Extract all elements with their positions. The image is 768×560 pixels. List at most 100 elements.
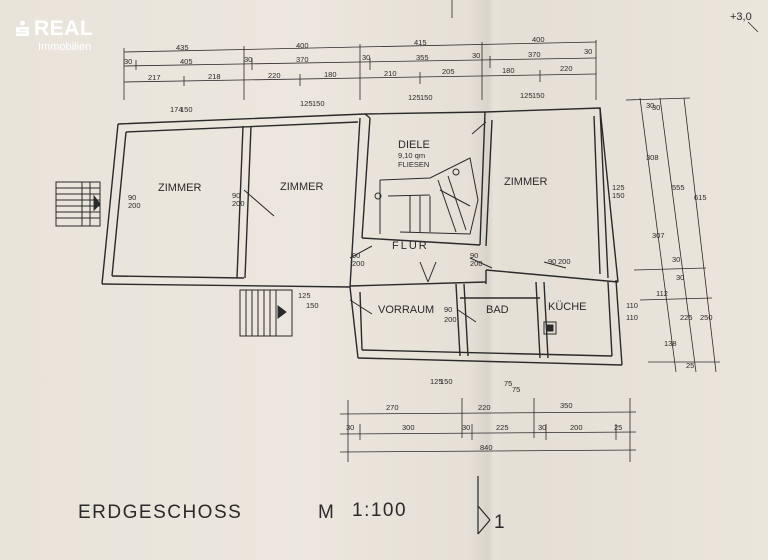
svg-text:30: 30 (652, 103, 660, 112)
svg-text:555: 555 (672, 183, 685, 192)
paper-fold (470, 0, 510, 560)
svg-text:200: 200 (558, 257, 571, 266)
svg-text:205: 205 (442, 67, 455, 76)
svg-text:30: 30 (346, 423, 354, 432)
svg-text:90: 90 (548, 257, 556, 266)
svg-text:225: 225 (496, 423, 509, 432)
svg-text:125: 125 (520, 91, 533, 100)
svg-text:200: 200 (470, 259, 483, 268)
svg-text:217: 217 (148, 73, 161, 82)
svg-text:180: 180 (502, 66, 515, 75)
svg-text:200: 200 (128, 201, 141, 210)
bottom-dimensions: 270 220 350 30 300 30 225 30 200 25 840 (346, 401, 622, 452)
svg-text:90: 90 (444, 305, 452, 314)
svg-text:200: 200 (352, 259, 365, 268)
svg-text:840: 840 (480, 443, 493, 452)
svg-text:218: 218 (208, 72, 221, 81)
svg-text:415: 415 (414, 38, 427, 47)
room-label-kueche: KÜCHE (548, 301, 587, 313)
svg-text:90: 90 (352, 251, 360, 260)
svg-text:30: 30 (244, 55, 252, 64)
opening-dimensions: 174 150 125 150 125 150 125 150 90 200 9… (128, 91, 638, 394)
svg-text:307: 307 (652, 231, 665, 240)
entry-steps-bottom (239, 289, 293, 337)
scale-label: M (318, 502, 335, 523)
svg-text:75: 75 (504, 379, 512, 388)
svg-text:200: 200 (232, 199, 245, 208)
svg-text:435: 435 (176, 43, 189, 52)
svg-text:30: 30 (672, 255, 680, 264)
svg-text:250: 250 (700, 313, 713, 322)
diele-area: 9,10 qm (398, 151, 425, 160)
svg-text:270: 270 (386, 403, 399, 412)
logo-sub-text: Immobilien (38, 41, 92, 53)
svg-text:110: 110 (626, 313, 638, 322)
svg-text:30: 30 (124, 57, 132, 66)
paper-marks (451, 0, 759, 33)
svg-text:400: 400 (296, 41, 309, 50)
svg-text:150: 150 (180, 105, 193, 114)
room-label-flur: FLUR (392, 240, 429, 252)
room-label-zimmer-left: ZIMMER (158, 182, 201, 194)
room-label-zimmer-right: ZIMMER (504, 176, 547, 188)
svg-text:125: 125 (300, 99, 313, 108)
scale-value: 1:100 (352, 500, 407, 521)
svg-text:225: 225 (680, 313, 693, 322)
svg-text:110: 110 (626, 301, 638, 310)
svg-text:112: 112 (656, 289, 668, 298)
svg-text:370: 370 (296, 55, 309, 64)
room-label-diele: DIELE (398, 139, 430, 151)
svg-text:25: 25 (686, 361, 694, 370)
svg-text:150: 150 (420, 93, 433, 102)
svg-text:150: 150 (312, 99, 325, 108)
svg-text:90: 90 (232, 191, 240, 200)
svg-text:30: 30 (646, 101, 654, 110)
svg-text:30: 30 (362, 53, 370, 62)
room-label-vorraum: VORRAUM (378, 304, 434, 316)
svg-text:220: 220 (478, 403, 491, 412)
svg-text:355: 355 (416, 53, 429, 62)
svg-text:615: 615 (694, 193, 707, 202)
svg-text:125: 125 (408, 93, 421, 102)
right-dimension-lines (625, 97, 720, 373)
staircase (374, 157, 479, 235)
svg-text:400: 400 (532, 35, 545, 44)
svg-text:75: 75 (512, 385, 520, 394)
svg-text:180: 180 (324, 70, 337, 79)
interior-walls (236, 117, 549, 359)
sparkasse-s-icon (14, 20, 31, 37)
svg-text:220: 220 (560, 64, 573, 73)
bottom-dimension-lines (339, 398, 637, 462)
svg-text:90: 90 (470, 251, 478, 260)
svg-text:308: 308 (646, 153, 659, 162)
top-dimension-lines (123, 40, 597, 100)
entry-steps-left (55, 181, 101, 227)
svg-text:405: 405 (180, 57, 193, 66)
north-marker-label: 1 (494, 512, 506, 533)
room-label-zimmer-mid: ZIMMER (280, 181, 323, 193)
svg-text:25: 25 (614, 423, 622, 432)
top-dimensions: 435 400 415 400 30 405 30 370 30 355 30 … (124, 35, 592, 82)
svg-text:220: 220 (268, 71, 281, 80)
chimney (543, 321, 557, 335)
svg-text:30: 30 (538, 423, 546, 432)
svg-text:370: 370 (528, 50, 541, 59)
svg-text:30: 30 (676, 273, 684, 282)
svg-text:174: 174 (170, 105, 183, 114)
outer-walls (101, 107, 623, 366)
svg-text:30: 30 (584, 47, 592, 56)
plan-title: ERDGESCHOSS (78, 502, 242, 523)
svg-text:125: 125 (430, 377, 443, 386)
diele-flooring: FLIESEN (398, 160, 429, 169)
svg-text:150: 150 (612, 191, 625, 200)
svg-text:150: 150 (440, 377, 453, 386)
door-swings (243, 121, 567, 323)
svg-text:125: 125 (612, 183, 625, 192)
svg-text:200: 200 (444, 315, 457, 324)
svg-text:150: 150 (306, 301, 319, 310)
north-arrow (477, 476, 491, 535)
logo-brand-text: REAL (34, 17, 94, 40)
svg-text:138: 138 (664, 339, 677, 348)
corner-note: +3,0 (730, 11, 752, 23)
